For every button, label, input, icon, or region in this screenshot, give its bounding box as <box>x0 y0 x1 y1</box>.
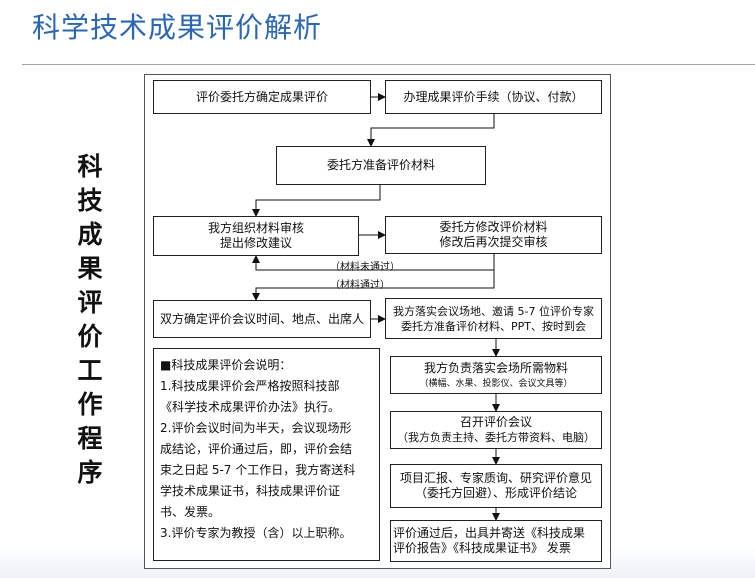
step-report-conclusion: 项目汇报、专家质询、研究评价意见 （委托方回避）、形成评价结论 <box>390 464 602 508</box>
step-label: 评价通过后，出具并寄送《科技成果 <box>393 526 586 540</box>
heading-char: 评 <box>77 288 103 317</box>
step-schedule-meeting: 双方确定评价会议时间、地点、出席人 <box>153 300 371 338</box>
edge-label-not-passed: （材料未通过） <box>330 262 400 273</box>
title-divider <box>22 64 755 65</box>
step-label: 委托方修改评价材料 <box>439 220 548 234</box>
step-label: 委托方准备评价材料、PPT、按时到会 <box>401 319 586 333</box>
step-label: 评价报告》《科技成果证书》 发票 <box>393 541 571 555</box>
step-label: （我方负责主持、委托方带资料、电脑） <box>397 431 595 444</box>
step-label: 办理成果评价手续（协议、付款） <box>403 89 584 104</box>
step-confirm-evaluation: 评价委托方确定成果评价 <box>153 80 371 114</box>
step-label: 提出修改建议 <box>219 236 292 250</box>
note-line: 学技术成果证书，科技成果评价证 <box>160 484 341 498</box>
notes-panel: ■科技成果评价会说明： 1.科技成果评价会严格按照科技部 《科学技术成果评价办法… <box>153 348 380 561</box>
note-line: 成结论，评价通过后，即，评价会结 <box>160 442 353 456</box>
step-hold-meeting: 召开评价会议 （我方负责主持、委托方带资料、电脑） <box>390 411 602 449</box>
heading-char: 技 <box>77 186 103 215</box>
heading-char: 作 <box>77 390 103 419</box>
arrow-passed <box>252 254 495 301</box>
heading-char: 程 <box>77 424 103 453</box>
note-line: 2.评价会议时间为半天，会议现场形 <box>160 421 352 435</box>
heading-char: 工 <box>77 356 103 385</box>
step-label: 我方落实会议场地、邀请 5-7 位评价专家 <box>393 304 594 318</box>
step-label: 评价委托方确定成果评价 <box>195 89 328 104</box>
note-line: 《科学技术成果评价办法》执行。 <box>160 400 341 414</box>
heading-char: 果 <box>77 254 103 283</box>
step-issue-certificate: 评价通过后，出具并寄送《科技成果 评价报告》《科技成果证书》 发票 <box>390 520 602 562</box>
step-label: 召开评价会议 <box>459 415 532 429</box>
note-line: 束之日起 5-7 个工作日，我方寄送科 <box>160 463 356 477</box>
page-title: 科学技术成果评价解析 <box>32 11 323 44</box>
step-review-materials: 我方组织材料审核 提出修改建议 <box>153 216 359 256</box>
step-sublabel: （横幅、水果、投影仪、会议文具等） <box>419 378 573 389</box>
step-procedures: 办理成果评价手续（协议、付款） <box>385 80 602 114</box>
step-label: 我方负责落实会场所需物料 <box>423 360 568 375</box>
note-line: 书、发票。 <box>160 505 221 519</box>
step-label: 双方确定评价会议时间、地点、出席人 <box>159 311 364 326</box>
arrow-s2-s3 <box>367 114 495 147</box>
step-label: （委托方回避）、形成评价结论 <box>414 486 577 500</box>
step-prepare-materials: 委托方准备评价材料 <box>276 146 486 185</box>
edge-label-passed: （材料通过） <box>330 280 390 291</box>
heading-char: 科 <box>77 152 103 181</box>
note-line: 1.科技成果评价会严格按照科技部 <box>160 379 340 393</box>
heading-char: 序 <box>77 458 103 487</box>
vertical-heading: 科 技 成 果 评 价 工 作 程 序 <box>68 150 112 490</box>
step-arrange-venue: 我方落实会议场地、邀请 5-7 位评价专家 委托方准备评价材料、PPT、按时到会 <box>385 298 602 339</box>
step-label: 我方组织材料审核 <box>207 221 304 235</box>
heading-char: 成 <box>77 220 103 249</box>
step-supplies: 我方负责落实会场所需物料 （横幅、水果、投影仪、会议文具等） <box>390 356 602 394</box>
note-heading: ■科技成果评价会说明： <box>160 358 292 372</box>
step-label: 委托方准备评价材料 <box>326 158 435 172</box>
note-line: 3.评价专家为教授（含）以上职称。 <box>160 526 352 540</box>
step-label: 项目汇报、专家质询、研究评价意见 <box>399 471 592 485</box>
heading-char: 价 <box>77 322 103 351</box>
step-label: 修改后再次提交审核 <box>439 235 548 249</box>
step-revise-materials: 委托方修改评价材料 修改后再次提交审核 <box>385 216 602 254</box>
arrow-s3-s4 <box>252 185 381 217</box>
